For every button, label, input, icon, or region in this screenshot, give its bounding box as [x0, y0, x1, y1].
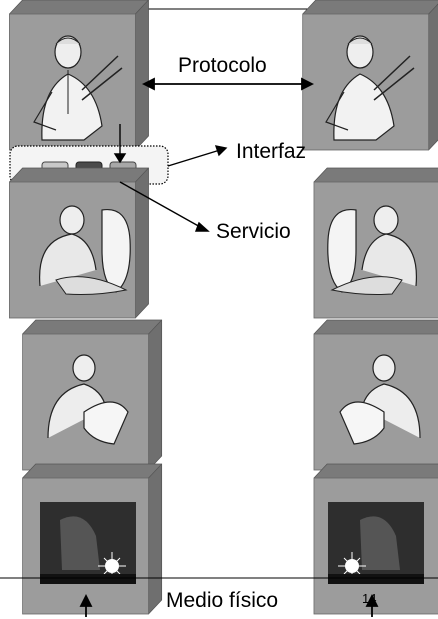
service-label: Servicio	[216, 220, 291, 244]
left-layer-operator	[23, 320, 162, 470]
interface-label: Interfaz	[236, 140, 306, 164]
page-number: 14	[362, 591, 376, 606]
left-layer-welder	[23, 464, 162, 614]
right-layer-operator	[314, 320, 438, 470]
left-layer-speaker	[9, 0, 148, 150]
physical-medium-label: Medio físico	[166, 589, 278, 613]
protocol-label: Protocolo	[178, 54, 267, 78]
right-layer-computer-user	[314, 168, 438, 318]
left-layer-computer-user	[9, 168, 148, 318]
right-layer-speaker	[303, 0, 438, 150]
protocol-arrow	[144, 79, 312, 89]
interface-arrow	[168, 146, 226, 166]
welder-icon	[328, 502, 424, 584]
welder-icon	[40, 502, 136, 584]
